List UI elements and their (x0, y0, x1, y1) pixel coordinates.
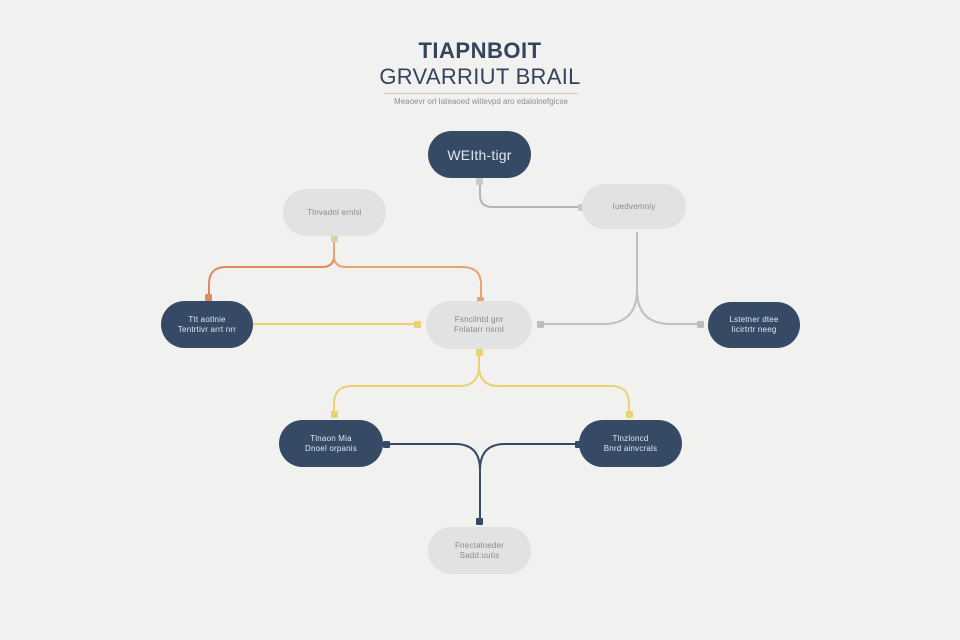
port-upper-right-left (578, 204, 585, 211)
node-center[interactable]: Fsncilntd gnr Fnlatarr nsrnl (426, 301, 532, 349)
title-line-2: GRVARRIUT BRAIL (379, 64, 581, 89)
wire-lower-right-to-bottom (479, 443, 578, 520)
wire-lower-left-to-bottom (387, 443, 481, 520)
port-bottom-top (476, 518, 483, 525)
diagram-title: TIAPNBOIT GRVARRIUT BRAIL (330, 38, 630, 90)
node-lower-right[interactable]: Tlnzloncd Bnrd ainvcrals (579, 420, 682, 467)
node-mid-left-line-1: Ttt aotlnie (188, 314, 226, 324)
node-upper-left-label: Tlnvadnl ernlsi (307, 207, 362, 217)
wire-top-to-upper-right (479, 180, 582, 208)
port-upper-left-bottom (331, 235, 338, 242)
node-mid-right-line-2: Iicirtrtr neeg (731, 325, 777, 334)
port-center-right (537, 321, 544, 328)
node-lower-left[interactable]: Tlnaon Mia Dnoel orpanis (279, 420, 383, 467)
port-center-bottom (476, 349, 483, 356)
wire-upper-left-to-mid-left (208, 238, 335, 296)
node-bottom-line-1: Fnectalneder (454, 540, 505, 550)
port-lower-left-top (331, 411, 338, 418)
node-top[interactable]: WEIth-tigr (428, 131, 531, 178)
wire-center-to-lower-left (333, 352, 480, 414)
port-lower-right-top (626, 411, 633, 418)
title-line-1: TIAPNBOIT (418, 38, 542, 63)
node-bottom-line-2: Sadd:uutis (459, 550, 500, 560)
node-lower-right-line-2: Bnrd ainvcrals (603, 443, 658, 453)
node-top-label: WEIth-tigr (447, 146, 512, 163)
wire-upper-right-to-mid-right (636, 232, 700, 325)
node-upper-left[interactable]: Tlnvadnl ernlsi (283, 189, 386, 236)
port-mid-right-left (697, 321, 704, 328)
node-lower-left-line-2: Dnoel orpanis (305, 443, 357, 453)
diagram-subtitle: Meaoevr orl Iateaoed wiitevpd aro edalol… (384, 93, 578, 106)
wire-upper-right-to-center (540, 232, 638, 325)
node-mid-right-line-1: Lstetner dtee (729, 315, 779, 324)
wire-upper-left-to-center (333, 238, 482, 300)
node-mid-right[interactable]: Lstetner dtee Iicirtrtr neeg (708, 302, 800, 348)
node-mid-left[interactable]: Ttt aotlnie Tentrtivr arrt nrr (161, 301, 253, 348)
node-center-line-1: Fsncilntd gnr (454, 315, 504, 324)
port-center-top (477, 297, 484, 304)
port-lower-right-left (575, 441, 582, 448)
port-center-left (414, 321, 421, 328)
node-bottom[interactable]: Fnectalneder Sadd:uutis (428, 527, 531, 574)
node-lower-right-line-1: Tlnzloncd (612, 433, 649, 443)
node-mid-left-line-2: Tentrtivr arrt nrr (177, 324, 237, 334)
port-top-bottom (476, 178, 483, 185)
node-upper-right[interactable]: Iuedvemniy (582, 184, 686, 229)
node-center-line-2: Fnlatarr nsrnl (454, 325, 504, 334)
node-lower-left-line-1: Tlnaon Mia (310, 433, 352, 443)
node-upper-right-label: Iuedvemniy (612, 201, 656, 211)
port-mid-left-top (205, 294, 212, 301)
wire-center-to-lower-right (478, 352, 630, 414)
port-lower-left-right (383, 441, 390, 448)
